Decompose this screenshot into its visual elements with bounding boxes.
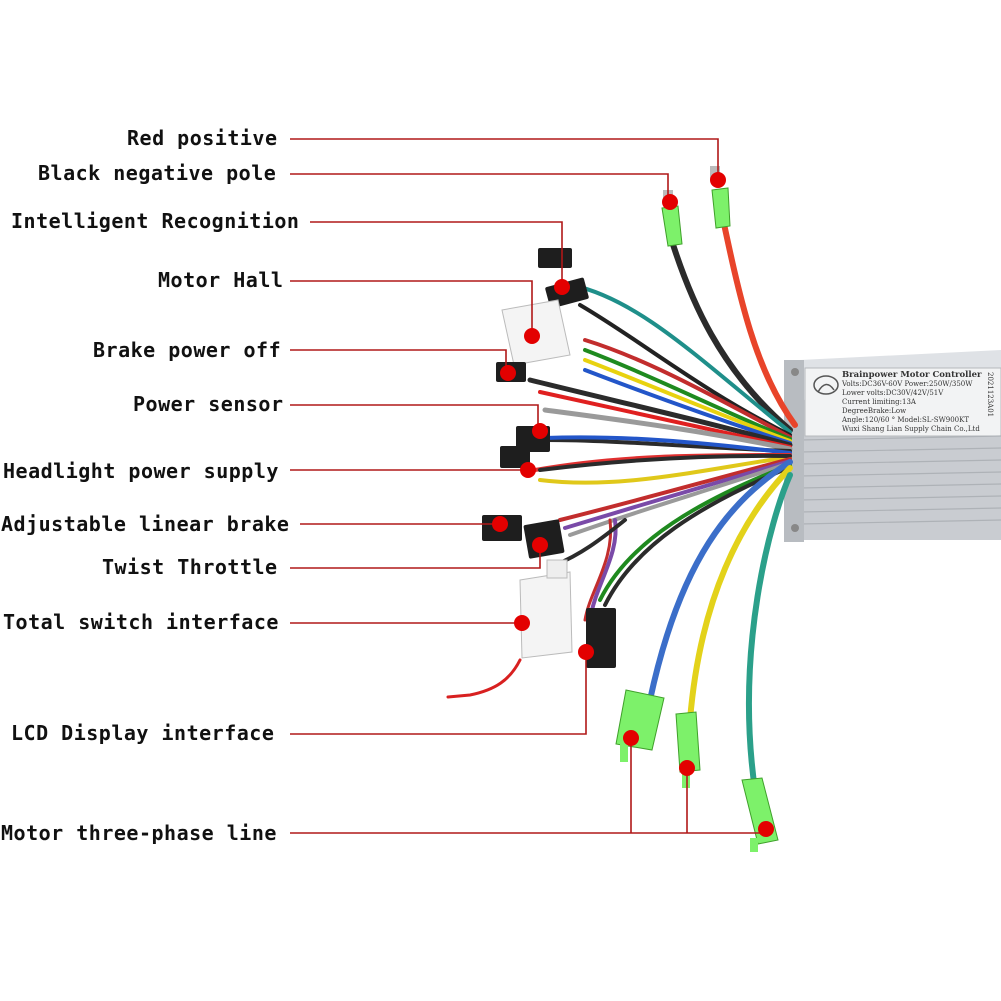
motor-controller-box: Brainpower Motor Controller Volts:DC36V-… [784, 350, 1001, 542]
controller-spec-2: Lower volts:DC30V/42V/51V [842, 389, 944, 397]
controller-title: Brainpower Motor Controller [842, 370, 982, 380]
marker-dot-phase-1 [623, 730, 639, 746]
marker-dot-twist-throttle [532, 537, 548, 553]
marker-dot-brake-power-off [500, 365, 516, 381]
marker-dot-total-switch [514, 615, 530, 631]
label-motor-hall: Motor Hall [158, 268, 284, 292]
brand-logo-icon [813, 375, 839, 395]
marker-dot-headlight [520, 462, 536, 478]
label-adjustable-linear-brake: Adjustable linear brake [1, 512, 290, 536]
marker-dot-lcd-display [578, 644, 594, 660]
marker-dot-black-negative [662, 194, 678, 210]
label-twist-throttle: Twist Throttle [102, 555, 278, 579]
label-intelligent-recognition: Intelligent Recognition [11, 209, 300, 233]
marker-dot-adjustable-brake [492, 516, 508, 532]
callout-lines [290, 138, 766, 834]
connector-housings [482, 248, 616, 668]
label-red-positive: Red positive [127, 126, 278, 150]
label-brake-power-off: Brake power off [93, 338, 282, 362]
label-power-sensor: Power sensor [133, 392, 284, 416]
marker-dots [492, 172, 774, 837]
marker-dot-motor-hall [524, 328, 540, 344]
marker-dot-power-sensor [532, 423, 548, 439]
controller-spec-5: Angle:120/60 ° Model:SL-SW900KT [841, 416, 969, 424]
label-lcd-display-interface: LCD Display interface [11, 721, 275, 745]
controller-spec-1: Volts:DC36V-60V Power:250W/350W [841, 380, 973, 388]
controller-serial: 2021123A01 [986, 372, 994, 417]
controller-spec-6: Wuxi Shang Lian Supply Chain Co.,Ltd [842, 425, 980, 433]
controller-spec-4: DegreeBrake:Low [842, 407, 906, 415]
label-headlight-power-supply: Headlight power supply [3, 459, 279, 483]
marker-dot-intelligent-recognition [554, 279, 570, 295]
wire-bundle [446, 202, 798, 793]
marker-dot-red-positive [710, 172, 726, 188]
controller-spec-3: Current limiting:13A [842, 398, 917, 406]
label-total-switch-interface: Total switch interface [3, 610, 279, 634]
label-black-negative-pole: Black negative pole [38, 161, 277, 185]
marker-dot-phase-2 [679, 760, 695, 776]
label-motor-three-phase-line: Motor three-phase line [1, 821, 277, 845]
marker-dot-phase-3 [758, 821, 774, 837]
